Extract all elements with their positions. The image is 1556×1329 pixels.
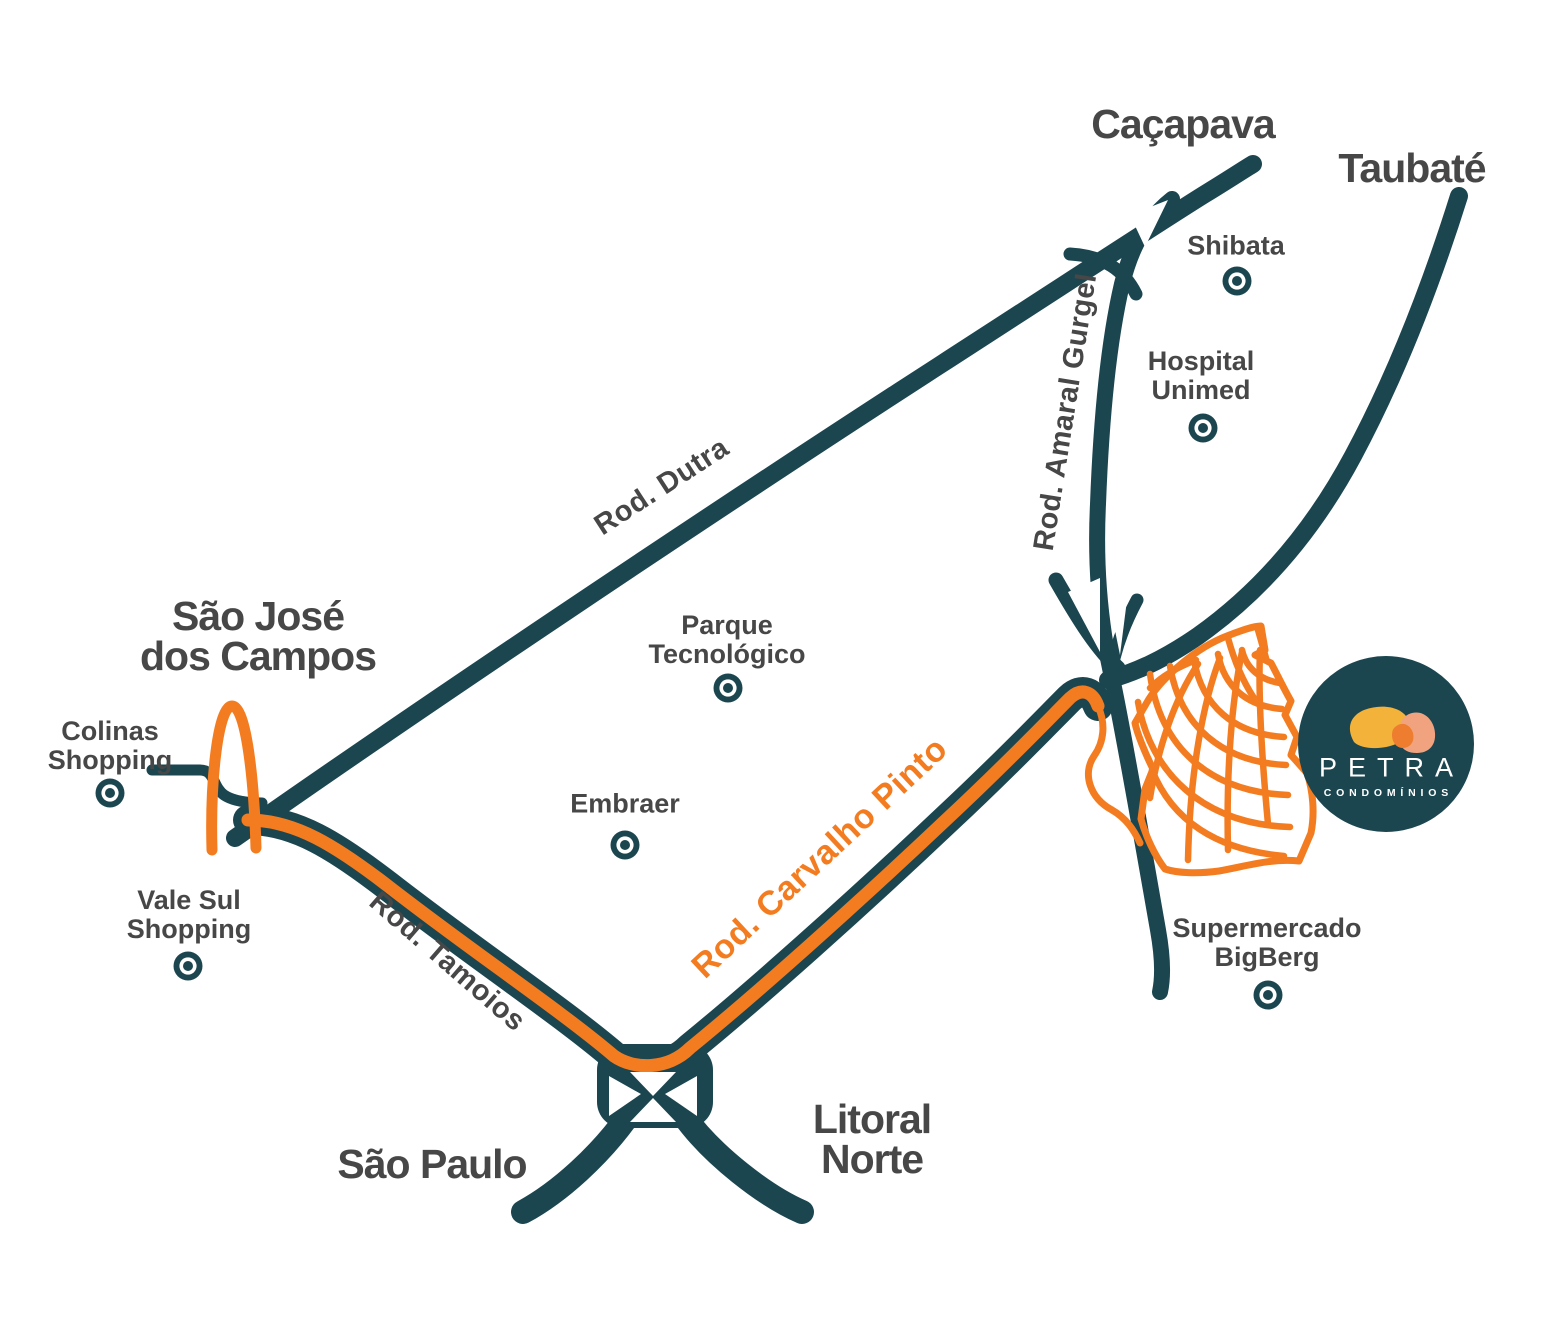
- poi-label-vale-sul-shopping: Vale Sul Shopping: [126, 885, 252, 944]
- city-label-taubate: Taubaté: [1338, 144, 1486, 191]
- petra-logo-badge: [1298, 656, 1474, 832]
- road-sao-paulo-leg: [511, 1104, 640, 1224]
- poi-markers: [95, 266, 1283, 1010]
- poi-label-shibata: Shibata: [1187, 230, 1285, 261]
- city-label-litoral-norte: Litoral Norte: [812, 1095, 932, 1182]
- city-label-cacapava: Caçapava: [1091, 100, 1275, 147]
- poi-label-supermercado-bigberg: Supermercado BigBerg: [1172, 913, 1362, 972]
- road-litoral-norte-leg: [672, 1104, 814, 1224]
- interchange-cutouts: [609, 200, 1168, 1122]
- grid-access-road: [1084, 702, 1144, 847]
- blob-triangle-e: [665, 1076, 697, 1116]
- poi-label-parque-tecnologico: Parque Tecnológico: [648, 610, 806, 669]
- petra-logo-subtitle: CONDOMÍNIOS: [1323, 787, 1454, 799]
- ramp-cacapava-fork: [1063, 247, 1143, 301]
- blob-triangle-w: [609, 1076, 641, 1116]
- orange-road-stripe: [241, 685, 1105, 1073]
- road-dutra-line: [226, 155, 1262, 847]
- poi-label-colinas-shopping: Colinas Shopping: [47, 716, 173, 775]
- logo-stone-orange: [1392, 723, 1414, 748]
- highway-lines: [226, 155, 1468, 1000]
- target-circle-icon: [1222, 266, 1252, 296]
- east-triangle-2: [1108, 592, 1128, 655]
- target-circle-icon: [713, 673, 743, 703]
- petra-logo-brand: PETRA: [1318, 752, 1465, 783]
- poi-label-embraer: Embraer: [570, 788, 680, 819]
- grid-radial-streets: [1146, 626, 1272, 864]
- sjc-local-roads: [146, 700, 268, 856]
- target-circle-icon: [1188, 413, 1218, 443]
- poi-label-hospital-unimed: Hospital Unimed: [1147, 346, 1255, 405]
- local-orange-arch: [206, 700, 262, 856]
- city-label-sao-paulo: São Paulo: [337, 1140, 527, 1187]
- grid-boundary: [1131, 622, 1317, 877]
- road-taubate-line: [1099, 187, 1468, 689]
- fork-triangle: [1130, 200, 1168, 247]
- local-teal-squiggle: [146, 764, 268, 809]
- east-triangle-1: [1068, 578, 1100, 652]
- target-circle-icon: [610, 830, 640, 860]
- condominium-street-grid: [1084, 622, 1317, 877]
- target-circle-icon: [1253, 980, 1283, 1010]
- city-label-sao-jose-dos-campos: São José dos Campos: [139, 592, 377, 679]
- target-circle-icon: [95, 778, 125, 808]
- blob-triangle-s: [630, 1098, 676, 1122]
- blob-triangle-n: [630, 1072, 676, 1096]
- road-tamoios-carvalho-pinto: [233, 677, 1113, 1081]
- target-circle-icon: [173, 951, 203, 981]
